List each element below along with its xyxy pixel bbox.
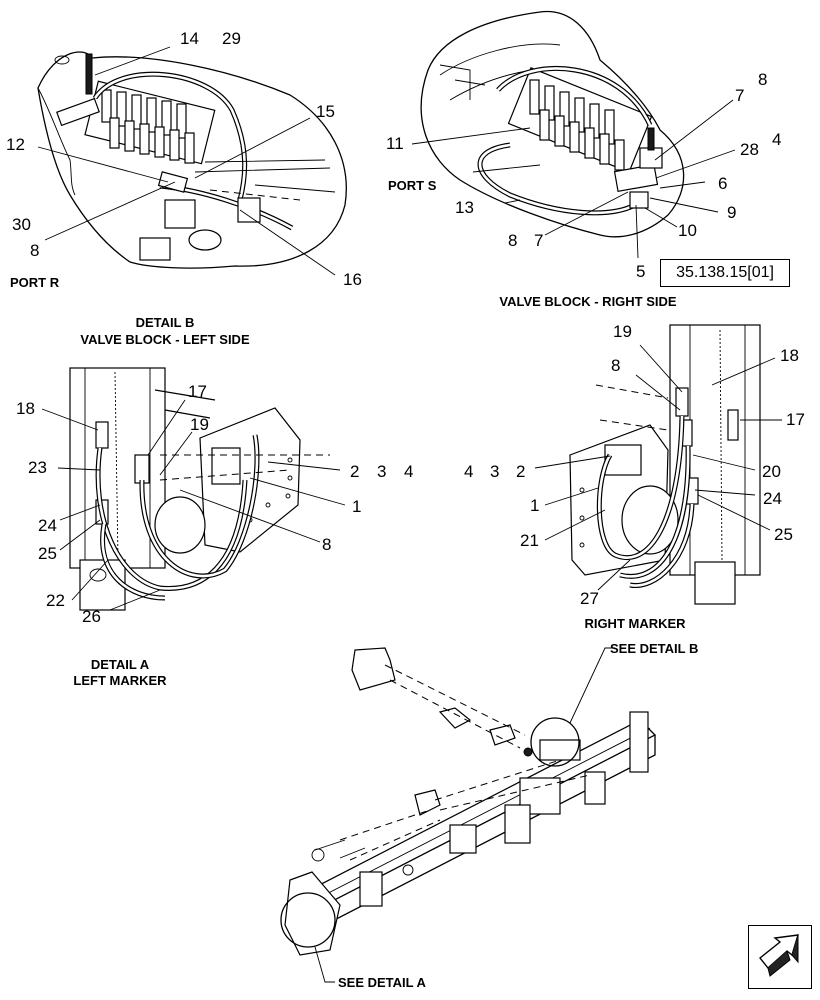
callout-4: 4 (464, 462, 474, 481)
callout-2: 2 (516, 462, 526, 481)
valve-block-right-illustration (411, 10, 736, 259)
left-marker-illustration (41, 367, 346, 611)
callout-23: 23 (28, 458, 47, 477)
callout-18: 18 (16, 399, 35, 418)
valve-block-right-caption: VALVE BLOCK - RIGHT SIDE (499, 294, 677, 309)
reference-link-box[interactable]: 35.138.15[01] (660, 259, 790, 287)
callout-21: 21 (520, 531, 539, 550)
port-r-caption: PORT R (10, 275, 60, 290)
next-page-button[interactable] (748, 925, 812, 989)
callout-1: 1 (352, 497, 362, 516)
callout-12: 12 (6, 135, 25, 154)
callout-30: 30 (12, 215, 31, 234)
callout-8: 8 (30, 241, 40, 260)
callout-8: 8 (758, 70, 768, 89)
port-s-caption: PORT S (388, 178, 437, 193)
detail-b-caption-line1: DETAIL B (135, 315, 195, 330)
callout-4: 4 (404, 462, 414, 481)
callout-28: 28 (740, 140, 759, 159)
callout-1: 1 (530, 496, 540, 515)
right-marker-illustration (534, 324, 782, 605)
callout-27: 27 (580, 589, 599, 608)
callout-11: 11 (386, 134, 404, 153)
callout-3: 3 (490, 462, 500, 481)
callout-29: 29 (222, 29, 241, 48)
callout-8: 8 (508, 231, 518, 250)
callout-13: 13 (455, 198, 474, 217)
callout-26: 26 (82, 607, 101, 626)
next-page-arrow-icon[interactable] (759, 934, 799, 977)
right-marker-caption: RIGHT MARKER (584, 616, 686, 631)
callout-19: 19 (613, 322, 632, 341)
callout-22: 22 (46, 591, 65, 610)
detail-a-caption-line1: DETAIL A (90, 657, 150, 672)
callout-18: 18 (780, 346, 799, 365)
callout-19: 19 (190, 415, 209, 434)
callout-4: 4 (772, 130, 782, 149)
callout-8: 8 (611, 356, 621, 375)
callout-15: 15 (316, 102, 335, 121)
callout-5: 5 (636, 262, 646, 281)
callout-6: 6 (718, 174, 728, 193)
detail-a-caption-line2: LEFT MARKER (73, 673, 167, 688)
callout-20: 20 (762, 462, 781, 481)
valve-block-left-illustration (37, 46, 347, 276)
callout-10: 10 (678, 221, 697, 240)
toolbar-boom-illustration (280, 647, 657, 983)
callout-8: 8 (322, 535, 332, 554)
callout-7: 7 (534, 231, 544, 250)
callout-24: 24 (38, 516, 57, 535)
callout-17: 17 (188, 382, 207, 401)
callout-14: 14 (180, 29, 199, 48)
detail-b-caption-line2: VALVE BLOCK - LEFT SIDE (80, 332, 250, 347)
see-detail-b-caption[interactable]: SEE DETAIL B (610, 641, 699, 656)
callout-2: 2 (350, 462, 360, 481)
callout-25: 25 (774, 525, 793, 544)
callout-25: 25 (38, 544, 57, 563)
callout-3: 3 (377, 462, 387, 481)
callout-17: 17 (786, 410, 805, 429)
callout-9: 9 (727, 203, 737, 222)
callout-7: 7 (735, 86, 745, 105)
see-detail-a-caption[interactable]: SEE DETAIL A (338, 975, 426, 990)
callout-24: 24 (763, 489, 782, 508)
callout-16: 16 (343, 270, 362, 289)
